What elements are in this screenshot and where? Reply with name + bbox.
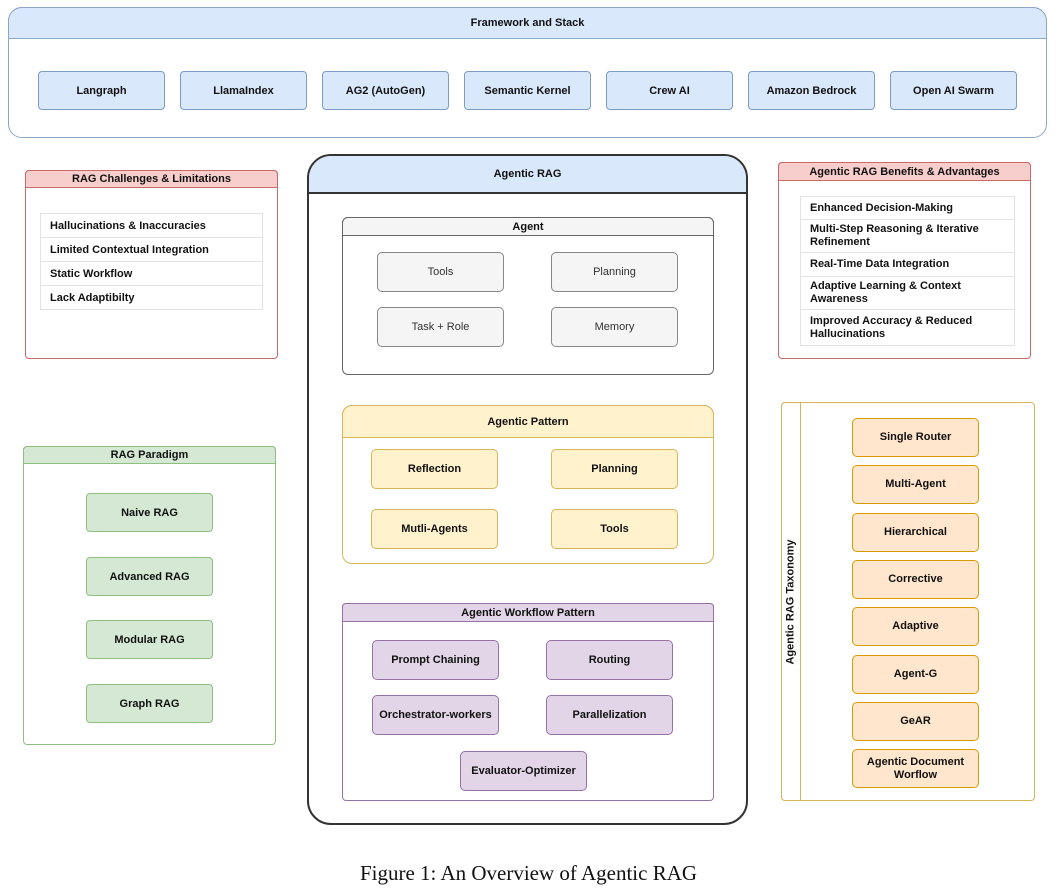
benefit-item: Enhanced Decision-Making (800, 196, 1015, 220)
taxonomy-side-bar (781, 402, 801, 801)
paradigm-item-graph: Graph RAG (86, 684, 213, 723)
benefit-item: Real-Time Data Integration (800, 253, 1015, 277)
paradigm-title: RAG Paradigm (23, 446, 276, 464)
challenge-item: Lack Adaptibilty (40, 286, 263, 310)
framework-item-semantic-kernel: Semantic Kernel (464, 71, 591, 110)
challenges-list: Hallucinations & Inaccuracies Limited Co… (40, 213, 263, 310)
framework-item-ag2: AG2 (AutoGen) (322, 71, 449, 110)
taxonomy-item-gear: GeAR (852, 702, 979, 741)
pattern-item-multi-agents: Mutli-Agents (371, 509, 498, 549)
framework-item-amazon-bedrock: Amazon Bedrock (748, 71, 875, 110)
framework-item-llamaindex: LlamaIndex (180, 71, 307, 110)
pattern-item-planning: Planning (551, 449, 678, 489)
figure-caption: Figure 1: An Overview of Agentic RAG (359, 860, 698, 885)
benefit-item: Improved Accuracy & Reduced Hallucinatio… (800, 310, 1015, 346)
taxonomy-item-single-router: Single Router (852, 418, 979, 457)
workflow-item-routing: Routing (546, 640, 673, 680)
taxonomy-title: Agentic RAG Taxonomy (785, 538, 797, 665)
challenges-title: RAG Challenges & Limitations (25, 170, 278, 188)
workflow-item-orchestrator-workers: Orchestrator-workers (372, 695, 499, 735)
agent-panel (342, 217, 714, 375)
taxonomy-item-corrective: Corrective (852, 560, 979, 599)
taxonomy-item-agentic-document-workflow: Agentic Document Worflow (852, 749, 979, 788)
taxonomy-item-agent-g: Agent-G (852, 655, 979, 694)
workflow-item-evaluator-optimizer: Evaluator-Optimizer (460, 751, 587, 791)
challenge-item: Limited Contextual Integration (40, 238, 263, 262)
paradigm-item-modular: Modular RAG (86, 620, 213, 659)
challenge-item: Static Workflow (40, 262, 263, 286)
benefit-item: Multi-Step Reasoning & Iterative Refinem… (800, 220, 1015, 253)
agent-item-tools: Tools (377, 252, 504, 292)
taxonomy-item-adaptive: Adaptive (852, 607, 979, 646)
challenge-item: Hallucinations & Inaccuracies (40, 214, 263, 238)
framework-item-openai-swarm: Open AI Swarm (890, 71, 1017, 110)
workflow-pattern-title: Agentic Workflow Pattern (342, 603, 714, 622)
taxonomy-item-multi-agent: Multi-Agent (852, 465, 979, 504)
agent-item-task-role: Task + Role (377, 307, 504, 347)
workflow-item-prompt-chaining: Prompt Chaining (372, 640, 499, 680)
framework-title: Framework and Stack (8, 7, 1047, 39)
pattern-item-tools: Tools (551, 509, 678, 549)
paradigm-item-naive: Naive RAG (86, 493, 213, 532)
benefit-item: Adaptive Learning & Context Awareness (800, 277, 1015, 310)
agentic-pattern-title: Agentic Pattern (342, 405, 714, 438)
taxonomy-item-hierarchical: Hierarchical (852, 513, 979, 552)
taxonomy-title-container: Agentic RAG Taxonomy (781, 402, 801, 801)
framework-item-crew-ai: Crew AI (606, 71, 733, 110)
agent-item-planning: Planning (551, 252, 678, 292)
agent-item-memory: Memory (551, 307, 678, 347)
paradigm-item-advanced: Advanced RAG (86, 557, 213, 596)
benefits-title: Agentic RAG Benefits & Advantages (778, 162, 1031, 181)
agent-title: Agent (342, 217, 714, 236)
framework-item-langraph: Langraph (38, 71, 165, 110)
agentic-rag-title: Agentic RAG (309, 156, 746, 194)
workflow-item-parallelization: Parallelization (546, 695, 673, 735)
taxonomy-panel (781, 402, 1035, 801)
pattern-item-reflection: Reflection (371, 449, 498, 489)
